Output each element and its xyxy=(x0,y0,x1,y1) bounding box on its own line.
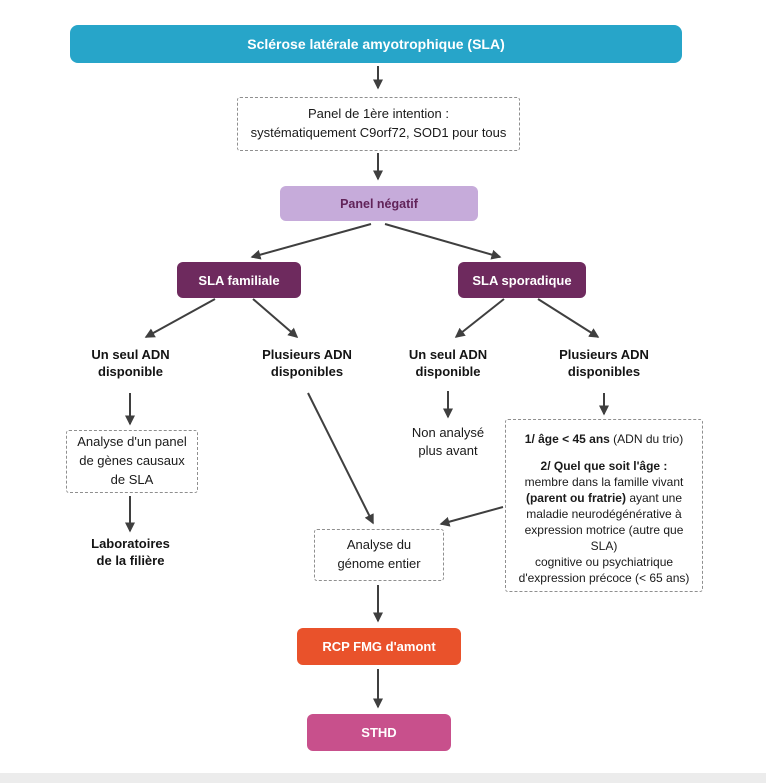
panel-negative-label: Panel négatif xyxy=(340,196,418,211)
criteria-family-line5: cognitive ou psychiatrique xyxy=(534,554,674,569)
labs-label: Laboratoires de la filière xyxy=(91,536,170,568)
arrow-negative-to-sporadic xyxy=(384,223,502,260)
causal-genes-panel-box: Analyse d'un panel de gènes causaux de S… xyxy=(66,430,198,493)
not-analyzed-label: Non analysé plus avant xyxy=(411,425,485,458)
sla-familial-label: SLA familiale xyxy=(198,272,280,288)
criteria-age-rest: (ADN du trio) xyxy=(609,432,684,446)
criteria-family-head: 2/ Quel que soit l'âge : xyxy=(540,458,668,473)
rcp-fmg-box: RCP FMG d'amont xyxy=(297,628,461,665)
sthd-label: STHD xyxy=(361,725,397,740)
arrow-criteria-to-genome xyxy=(439,506,504,527)
criteria-family-bold: (parent ou fratrie) xyxy=(525,490,626,505)
criteria-age-bold: 1/ âge < 45 ans xyxy=(524,432,610,446)
criteria-family-line3: maladie neurodégénérative à xyxy=(526,506,682,521)
first-intention-panel-text: Panel de 1ère intention : systématiqueme… xyxy=(250,106,507,140)
sthd-box: STHD xyxy=(307,714,451,751)
arrow-sporadic-to-single xyxy=(454,298,505,338)
page-title: Sclérose latérale amyotrophique (SLA) xyxy=(247,36,505,52)
criteria-item-age: 1/ âge < 45 ans (ADN du trio) xyxy=(513,432,695,448)
genome-analysis-text: Analyse du génome entier xyxy=(337,537,421,571)
genome-analysis-box: Analyse du génome entier xyxy=(314,529,444,581)
criteria-family-line1: membre dans la famille vivant xyxy=(524,474,684,489)
criteria-family-line6: d'expression précoce (< 65 ans) xyxy=(518,570,690,585)
rcp-fmg-label: RCP FMG d'amont xyxy=(322,639,436,654)
criteria-family-line2-rest: ayant une xyxy=(625,490,683,505)
arrow-sporadic-to-multiple xyxy=(537,298,600,338)
criteria-family-line4: expression motrice (autre que SLA) xyxy=(524,522,684,553)
sla-sporadic-label: SLA sporadique xyxy=(472,272,572,288)
genome-criteria-box: 1/ âge < 45 ans (ADN du trio) 2/ Quel qu… xyxy=(505,419,703,592)
sporadic-single-dna-label: Un seul ADN disponible xyxy=(408,347,488,379)
arrow-familial-to-single xyxy=(144,298,216,338)
sla-familial-box: SLA familiale xyxy=(177,262,301,298)
arrow-familial-to-multiple xyxy=(252,298,299,338)
title-banner: Sclérose latérale amyotrophique (SLA) xyxy=(70,25,682,63)
familial-single-dna-label: Un seul ADN disponible xyxy=(91,347,170,379)
arrow-negative-to-familial xyxy=(250,223,372,260)
sla-sporadic-box: SLA sporadique xyxy=(458,262,586,298)
page-bottom-strip xyxy=(0,773,766,783)
arrow-multiple-to-genome xyxy=(307,392,374,525)
causal-genes-panel-text: Analyse d'un panel de gènes causaux de S… xyxy=(77,434,187,487)
criteria-item-family: 2/ Quel que soit l'âge : membre dans la … xyxy=(513,459,695,587)
familial-multiple-dna-label: Plusieurs ADN disponibles xyxy=(262,347,352,379)
sporadic-multiple-dna-label: Plusieurs ADN disponibles xyxy=(559,347,649,379)
panel-negative-box: Panel négatif xyxy=(280,186,478,221)
criteria-family-line2: (parent ou fratrie) ayant une xyxy=(513,491,695,507)
first-intention-panel-box: Panel de 1ère intention : systématiqueme… xyxy=(237,97,520,151)
